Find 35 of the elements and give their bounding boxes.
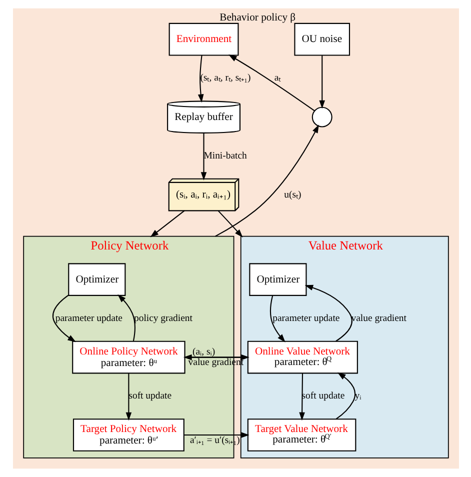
arrow xyxy=(335,372,356,420)
node-box: Online Value Network parameter: θ$^{Q}$ xyxy=(246,340,358,374)
arrow xyxy=(52,294,76,342)
node-label: Behavior policy β xyxy=(219,12,296,24)
node-box: Online Policy Network parameter: θᵘ xyxy=(72,340,185,374)
arrow xyxy=(217,210,242,238)
edge-label: parameter update xyxy=(54,312,122,324)
arrow xyxy=(298,374,304,421)
node-box: Optimizer xyxy=(248,263,306,296)
arrow xyxy=(117,294,135,342)
edge-label: (sₜ, aₜ, rₜ, sₜ₊₁) xyxy=(200,72,250,84)
arrow xyxy=(214,124,318,237)
edge-label: policy gradient xyxy=(133,312,192,324)
node-box: Optimizer xyxy=(68,263,126,296)
edge-label: soft update xyxy=(128,390,172,402)
arrow xyxy=(269,296,285,342)
arrow xyxy=(304,284,352,342)
arrow xyxy=(200,133,206,180)
node-box: Target Value Network parameter: θ$^{Q′}$ xyxy=(246,418,356,452)
node-box: Environment xyxy=(168,22,238,56)
node-box: OU noise xyxy=(294,22,350,56)
edge-label: u(sₜ) xyxy=(284,189,301,200)
arrow xyxy=(150,210,184,238)
edge-label: parameter update xyxy=(272,312,340,324)
arrow xyxy=(197,55,204,103)
edge-label: soft update xyxy=(301,390,344,402)
edge-label: yᵢ xyxy=(354,390,361,402)
node-box: Target Policy Network parameter: θᵘ′ xyxy=(72,418,184,452)
arrow xyxy=(125,374,132,421)
arrow xyxy=(228,54,314,112)
edge-label: (aᵢ, sᵢ) xyxy=(192,346,215,358)
node-circle xyxy=(311,106,332,128)
arrow xyxy=(184,432,249,438)
edge-label: aₜ xyxy=(274,72,280,84)
arrow xyxy=(318,56,325,109)
